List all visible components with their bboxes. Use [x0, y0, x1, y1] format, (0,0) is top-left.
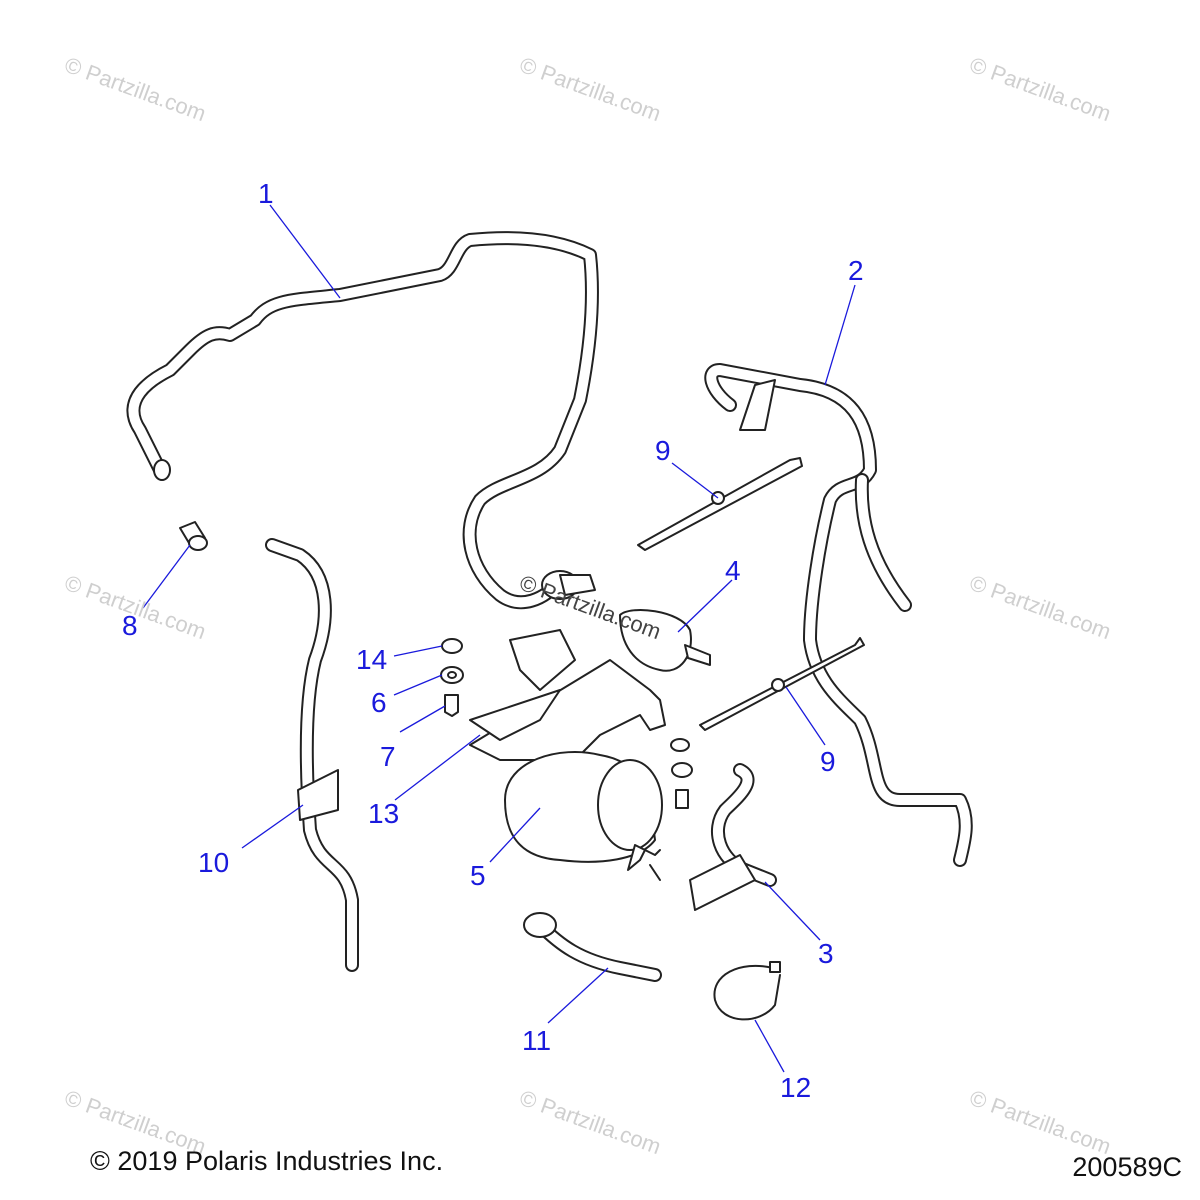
callout-5: 5: [470, 860, 486, 891]
part-8-fitting: [179, 521, 208, 551]
part-13-bracket: [469, 629, 666, 761]
copyright-text: © 2019 Polaris Industries Inc.: [90, 1146, 444, 1176]
part-2-tube: [704, 363, 973, 867]
callout-3: 3: [818, 938, 834, 969]
callout-9b: 9: [820, 746, 836, 777]
callout-14: 14: [356, 644, 388, 675]
callout-2: 2: [848, 255, 864, 286]
callout-8: 8: [122, 610, 138, 641]
part-10-tube: [265, 538, 359, 972]
part-3-tube: [689, 763, 777, 911]
callout-6: 6: [371, 687, 387, 718]
callout-13: 13: [368, 798, 400, 829]
part-12-clamp: [713, 961, 781, 1021]
part-11-hose: [523, 912, 662, 982]
callout-10: 10: [198, 847, 230, 878]
callout-9: 9: [655, 435, 671, 466]
leader-lines: [142, 204, 856, 1073]
diagram-id: 200589C: [1072, 1152, 1182, 1182]
part-4-valve: [541, 570, 711, 672]
part-5-canister: [504, 751, 663, 881]
callout-7: 7: [380, 741, 396, 772]
callout-4: 4: [725, 555, 741, 586]
callout-1: 1: [258, 178, 274, 209]
callout-11: 11: [522, 1025, 552, 1056]
part-1-tube: [126, 231, 599, 610]
callout-12: 12: [780, 1072, 812, 1103]
